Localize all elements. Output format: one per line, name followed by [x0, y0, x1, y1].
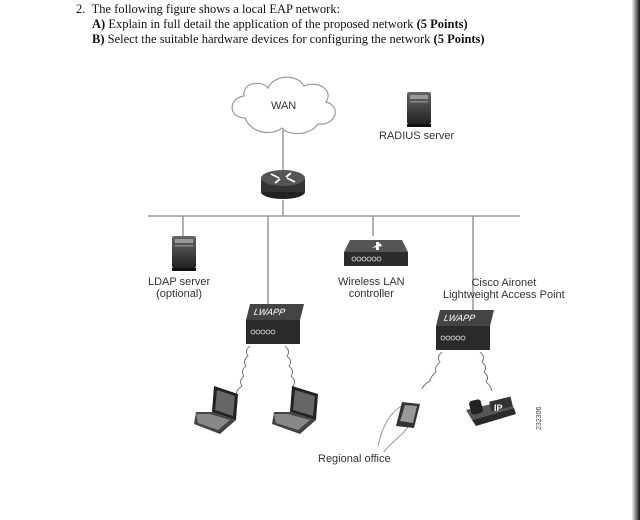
wireless-lan-controller-icon [344, 240, 408, 266]
question-intro: 2. The following figure shows a local EA… [76, 2, 485, 17]
part-b-text: Select the suitable hardware devices for… [107, 32, 431, 46]
ldap-server-label-line2: (optional) [156, 288, 202, 300]
part-b-label: B) [92, 32, 105, 46]
access-point-right-icon [436, 310, 494, 350]
wan-cloud-icon [231, 76, 336, 135]
wan-label: WAN [271, 100, 297, 112]
question-number: 2. [76, 2, 86, 16]
wlc-label-line2: controller [348, 288, 394, 300]
wlc-label-line1: Wireless LAN [338, 276, 405, 288]
photo-edge-shadow [632, 0, 640, 520]
ip-phone-icon [466, 396, 516, 426]
part-a-label: A) [92, 17, 106, 31]
access-point-label-line1: Cisco Aironet [471, 277, 537, 289]
access-point-label-line2: Lightweight Access Point [443, 289, 565, 301]
ldap-server-label: LDAP server (optional) [148, 276, 210, 300]
ip-phone-tag: IP [494, 403, 503, 413]
lwapp-tag-right: LWAPP [443, 313, 476, 323]
part-a-points: (5 Points) [416, 17, 468, 31]
ldap-server-label-line1: LDAP server [148, 276, 211, 288]
access-point-left-icon [246, 304, 304, 344]
regional-office-label: Regional office [318, 453, 391, 465]
ldap-server-icon [172, 236, 196, 271]
part-b-points: (5 Points) [433, 32, 485, 46]
pda-handheld-icon [377, 402, 420, 453]
part-a-text: Explain in full detail the application o… [108, 17, 414, 31]
wlc-label: Wireless LAN controller [338, 276, 405, 300]
wireless-links [235, 345, 493, 397]
laptop-left-icon [194, 386, 238, 434]
question-intro-text: The following figure shows a local EAP n… [91, 2, 341, 16]
router-icon [261, 170, 305, 199]
radius-server-label: RADIUS server [379, 130, 455, 142]
question-text: 2. The following figure shows a local EA… [76, 2, 485, 47]
radius-server-icon [407, 92, 431, 127]
laptop-right-icon [272, 386, 318, 434]
network-links [148, 130, 520, 310]
question-part-b: B) Select the suitable hardware devices … [76, 32, 485, 47]
lwapp-tag-left: LWAPP [253, 307, 286, 317]
figure-id: 232306 [536, 406, 543, 430]
question-part-a: A) Explain in full detail the applicatio… [76, 17, 485, 32]
access-point-label: Cisco Aironet Lightweight Access Point [443, 277, 565, 301]
